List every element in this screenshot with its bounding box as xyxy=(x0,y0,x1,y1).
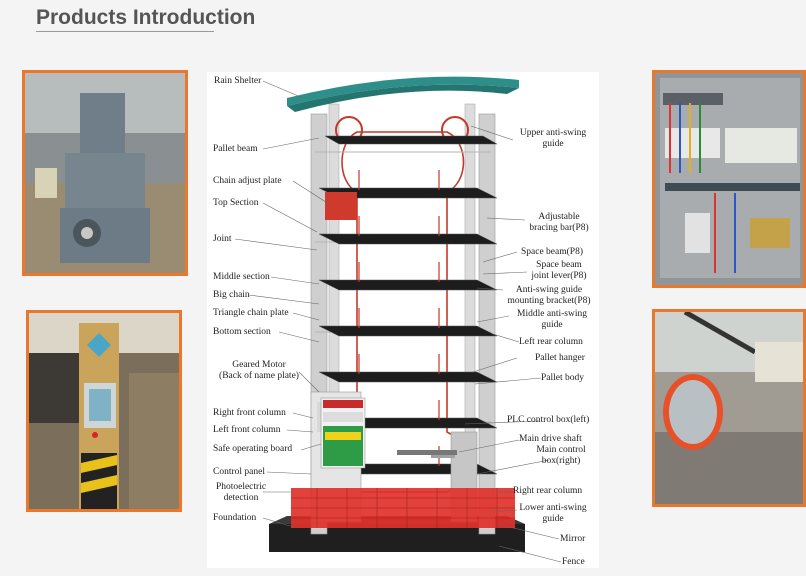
label-left-front-column: Left front column xyxy=(213,425,281,435)
label-fence: Fence xyxy=(562,557,585,567)
label-big-chain: Big chain xyxy=(213,290,250,300)
label-right-rear-column: Right rear column xyxy=(513,486,583,496)
photo-geared-motor xyxy=(22,70,188,276)
label-photoelectric-detection: Photoelectric detection xyxy=(215,482,267,503)
label-upper-anti-swing-guide: Upper anti-swing guide xyxy=(519,128,587,149)
parking-tower-diagram: Rain Shelter Pallet beam Chain adjust pl… xyxy=(207,72,599,568)
label-top-section: Top Section xyxy=(213,198,259,208)
label-right-front-column: Right front column xyxy=(213,408,286,418)
label-bottom-section: Bottom section xyxy=(213,327,271,337)
label-lower-anti-swing-guide: Lower anti-swing guide xyxy=(519,503,587,524)
label-anti-swing-guide-bracket: Anti-swing guide mounting bracket(P8) xyxy=(507,285,591,306)
label-middle-section: Middle section xyxy=(213,272,270,282)
photo-electrical-cabinet xyxy=(652,70,806,288)
label-main-drive-shaft: Main drive shaft xyxy=(519,434,582,444)
photo-safety-mirror xyxy=(652,309,806,507)
page-title: Products Introduction xyxy=(36,6,256,29)
label-middle-anti-swing-guide: Middle anti-swing guide xyxy=(517,309,587,330)
label-space-beam-joint-lever: Space beam joint lever(P8) xyxy=(531,260,587,281)
label-space-beam: Space beam(P8) xyxy=(521,247,583,257)
photo-control-panel xyxy=(26,310,182,512)
title-underline xyxy=(36,31,214,32)
label-foundation: Foundation xyxy=(213,513,257,523)
label-chain-adjust-plate: Chain adjust plate xyxy=(213,176,282,186)
label-main-control-box: Main control box(right) xyxy=(536,445,586,466)
label-pallet-hanger: Pallet hanger xyxy=(535,353,585,363)
label-safe-operating-board: Safe operating board xyxy=(213,444,293,454)
label-pallet-body: Pallet body xyxy=(541,373,585,383)
label-mirror: Mirror xyxy=(560,534,586,544)
label-left-rear-column: Left rear column xyxy=(519,337,583,347)
label-rain-shelter: Rain Shelter xyxy=(214,76,262,86)
label-plc-control-box: PLC control box(left) xyxy=(507,415,590,425)
label-pallet-beam: Pallet beam xyxy=(213,144,258,154)
label-geared-motor: Geared Motor (Back of name plate) xyxy=(219,360,299,381)
label-joint: Joint xyxy=(213,234,232,244)
label-triangle-chain-plate: Triangle chain plate xyxy=(213,308,289,318)
label-adjustable-bracing-bar: Adjustable bracing bar(P8) xyxy=(529,212,589,233)
label-control-panel: Control panel xyxy=(213,467,265,477)
